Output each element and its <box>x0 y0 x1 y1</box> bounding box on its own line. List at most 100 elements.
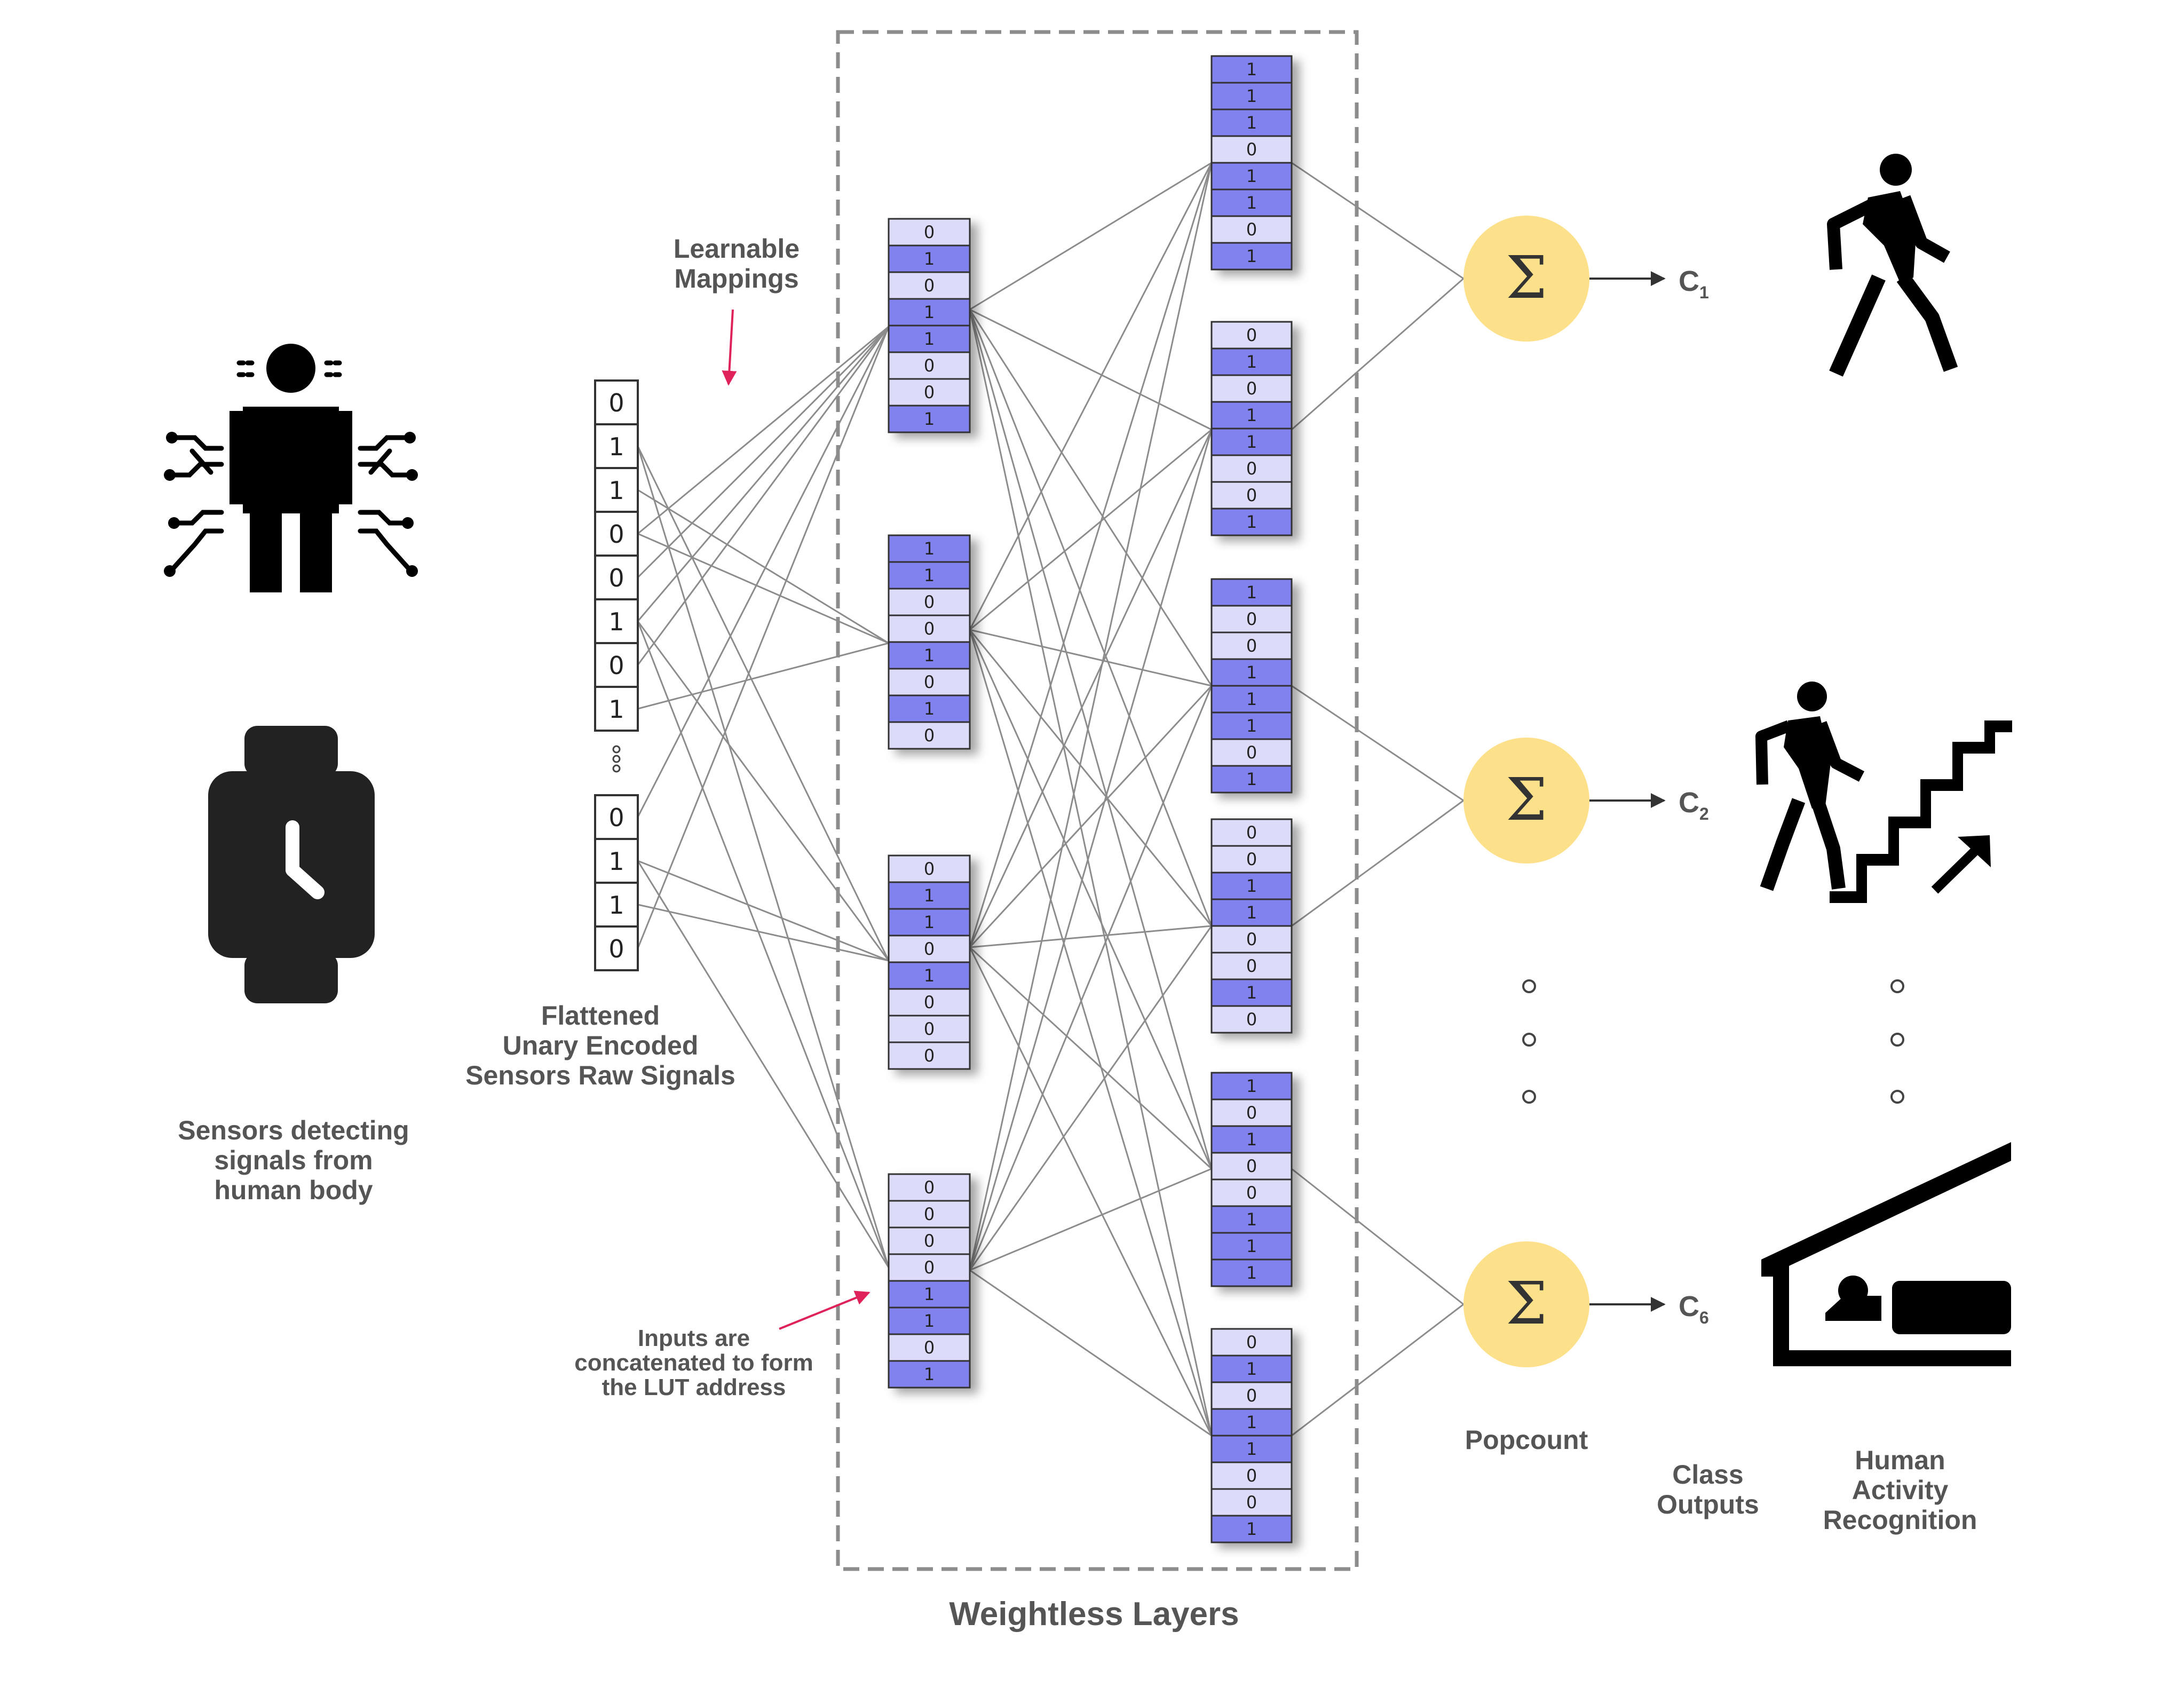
connection-line <box>637 621 890 1268</box>
lut-cell <box>888 1015 971 1043</box>
connection-line <box>969 429 1212 631</box>
lut-bit-value: 0 <box>1246 742 1257 763</box>
lut-cell <box>1210 374 1293 403</box>
connection-line <box>969 629 1212 687</box>
lut-bit-value: 0 <box>924 672 935 692</box>
lut-cell <box>1210 605 1293 633</box>
lut-bit-value: 1 <box>924 538 935 559</box>
lut-bit-value: 0 <box>924 1177 935 1198</box>
lut-bit-value: 0 <box>1246 1156 1257 1176</box>
lut-cell <box>1210 1328 1293 1357</box>
connection-line <box>1291 685 1464 802</box>
input-bit-cell <box>594 925 639 971</box>
connection-line <box>969 1269 1212 1437</box>
weightless-layers-box <box>836 30 1359 1571</box>
lut-cell <box>1210 162 1293 191</box>
lut-cell <box>888 961 971 990</box>
connection-line <box>637 326 890 949</box>
connection-line <box>637 326 890 818</box>
lut-bit-value: 1 <box>1246 246 1257 266</box>
inputs-concat-label: Inputs are concatenated to form the LUT … <box>574 1325 813 1401</box>
lut-bit-value: 1 <box>1246 352 1257 372</box>
lut-bit-value: 1 <box>924 645 935 666</box>
lut-bit-value: 0 <box>924 619 935 639</box>
lut-cell <box>1210 508 1293 536</box>
input-bit-value: 0 <box>608 803 624 832</box>
har-label: Human Activity Recognition <box>1823 1445 1977 1535</box>
lut-bit-value: 1 <box>1246 1439 1257 1459</box>
lut-bit-value: 1 <box>1246 405 1257 425</box>
connection-line <box>969 629 1213 1436</box>
connection-line <box>1291 1168 1464 1305</box>
lut-bit-value: 0 <box>1246 485 1257 505</box>
lut-cell <box>888 641 971 670</box>
connection-line <box>637 642 889 710</box>
lut-cell <box>1210 1381 1293 1410</box>
lut-cell <box>1210 738 1293 767</box>
lut-cell <box>888 988 971 1017</box>
lut-cell <box>888 244 971 273</box>
lut-bit-value: 1 <box>1246 662 1257 683</box>
learnable-mappings-arrow <box>722 309 737 386</box>
lut-cell <box>1210 1125 1293 1154</box>
lut-bit-value: 0 <box>924 222 935 242</box>
lut-bit-value: 1 <box>924 1364 935 1384</box>
lut-bit-value: 1 <box>924 409 935 429</box>
lut-cell <box>888 351 971 380</box>
input-bit-value: 0 <box>608 934 624 963</box>
lut-cell <box>888 1360 971 1389</box>
sigma-symbol: Σ <box>1506 1269 1547 1337</box>
input-bit-value: 0 <box>608 651 624 680</box>
lut-bit-value: 1 <box>1246 1359 1257 1379</box>
connection-line <box>1291 162 1464 280</box>
lut-bit-value: 1 <box>1246 59 1257 80</box>
lut-bit-value: 1 <box>1246 166 1257 186</box>
lut-bit-value: 1 <box>1246 1129 1257 1150</box>
lut-cell <box>888 854 971 883</box>
lut-bit-value: 0 <box>1246 849 1257 869</box>
layer2-luts: 1110110101011001100111010011001010100111… <box>1210 55 1293 1543</box>
lut-bit-value: 0 <box>1246 458 1257 479</box>
connection-line <box>637 446 890 1268</box>
lut-bit-value: 1 <box>1246 1076 1257 1096</box>
input-bit-value: 0 <box>608 564 624 592</box>
lut-cell <box>1210 347 1293 376</box>
lut-cell <box>1210 1355 1293 1383</box>
lut-bit-value: 0 <box>1246 1183 1257 1203</box>
lut-cell <box>1210 685 1293 714</box>
input-bit-cell <box>594 882 639 928</box>
connection-line <box>1291 278 1464 431</box>
input-bit-value: 1 <box>608 476 624 505</box>
connection-line <box>969 946 1213 1170</box>
lut-cell <box>888 271 971 300</box>
lut-bit-value: 1 <box>924 1311 935 1331</box>
connection-line <box>969 925 1213 1271</box>
lut-bit-value: 1 <box>1246 1519 1257 1539</box>
connection-line <box>969 162 1213 1271</box>
lut-bit-value: 0 <box>1246 609 1257 629</box>
connection-line <box>1291 1303 1464 1437</box>
lut-bit-value: 0 <box>924 859 935 879</box>
input-bit-value: 1 <box>608 695 624 724</box>
connection-line <box>637 326 890 579</box>
concat-arrow <box>779 1290 871 1330</box>
lut-cell <box>888 298 971 327</box>
input-bit-cell <box>594 838 639 884</box>
connection-line <box>637 860 890 1268</box>
connection-line <box>969 309 1213 1169</box>
lut-bit-value: 1 <box>924 965 935 986</box>
lut-bit-value: 1 <box>924 699 935 719</box>
lut-bit-value: 0 <box>924 1231 935 1251</box>
connection-line <box>969 429 1213 948</box>
connection-line <box>969 1168 1212 1271</box>
lut-bit-value: 1 <box>1246 582 1257 603</box>
lut-bit-value: 1 <box>924 302 935 322</box>
